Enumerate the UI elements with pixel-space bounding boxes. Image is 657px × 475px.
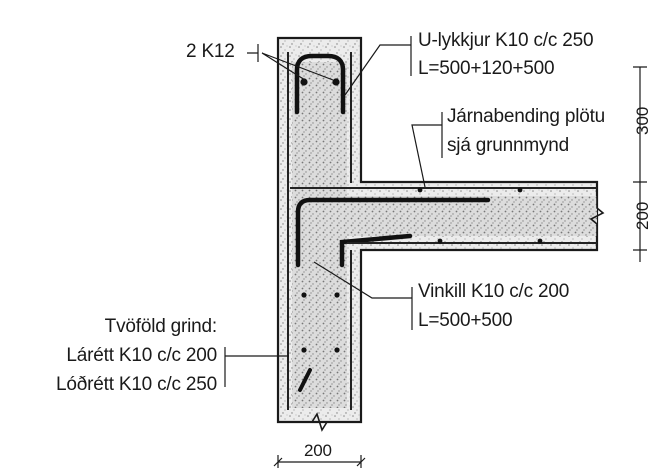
dim-upper-height: 300 — [633, 106, 652, 135]
grid-bar-hook — [298, 368, 312, 392]
bar-dots — [300, 78, 543, 353]
angle-bar-upper — [295, 197, 491, 268]
label-angle-2: L=500+500 — [418, 310, 513, 331]
angle-bar-lower — [339, 233, 413, 268]
label-slab-rebar-2: sjá grunnmynd — [447, 135, 570, 156]
dim-wall-width: 200 — [304, 441, 332, 460]
label-angle-1: Vinkill K10 c/c 200 — [418, 281, 570, 302]
label-u-bars-2: L=500+120+500 — [418, 58, 555, 79]
label-grid-1: Tvöföld grind: — [104, 316, 218, 337]
wall-break-line — [278, 412, 361, 432]
label-grid-2: Lárétt K10 c/c 200 — [66, 345, 217, 366]
slab-break-line — [589, 182, 605, 250]
label-slab-rebar-1: Járnabending plötu — [447, 106, 606, 127]
slab-inner-fill — [347, 196, 597, 236]
wall-inner-fill — [292, 62, 347, 408]
label-top-bars: 2 K12 — [186, 41, 235, 62]
dim-slab-thickness: 200 — [633, 201, 652, 230]
label-grid-3: Lóðrétt K10 c/c 250 — [56, 374, 217, 395]
u-bar — [294, 53, 346, 115]
leaders — [224, 36, 443, 387]
label-u-bars-1: U-lykkjur K10 c/c 250 — [418, 30, 594, 51]
dimensions — [273, 66, 647, 468]
